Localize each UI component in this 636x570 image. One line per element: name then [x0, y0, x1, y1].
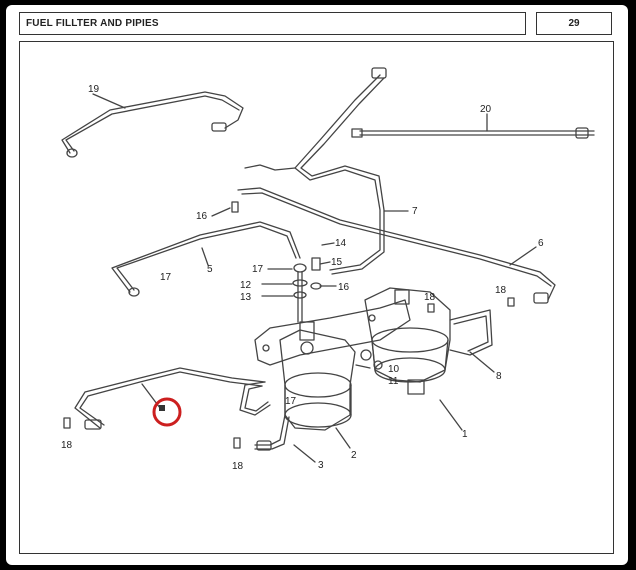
callout-8: 8 [496, 371, 502, 382]
callout-19: 19 [88, 84, 100, 95]
page-number: 29 [536, 12, 612, 35]
callout-2: 2 [351, 450, 357, 461]
highlighted-fitting[interactable] [159, 405, 165, 411]
drawing-frame [19, 41, 614, 554]
callout-13: 13 [240, 292, 252, 303]
callout-18b: 18 [495, 285, 507, 296]
callout-labels: 19 20 7 6 16 5 17 17 14 15 12 16 13 18 1… [61, 84, 544, 472]
pipe-7[interactable] [244, 67, 409, 275]
fuel-filter-right[interactable] [364, 287, 463, 431]
callout-14: 14 [335, 238, 347, 249]
pipe-19[interactable] [61, 91, 244, 158]
pipe-connector [239, 381, 271, 416]
callout-7: 7 [412, 206, 418, 217]
callout-12: 12 [240, 280, 252, 291]
callout-10: 10 [388, 364, 400, 375]
fuel-filter-left[interactable] [279, 321, 356, 449]
fasteners-18[interactable] [63, 201, 515, 449]
callout-6: 6 [538, 238, 544, 249]
callout-5: 5 [207, 264, 213, 275]
callout-1: 1 [462, 429, 468, 440]
callout-17a: 17 [160, 272, 172, 283]
drawing-sheet: FUEL FILLTER AND PIPIES 29 [6, 5, 628, 565]
fittings-10-11[interactable] [355, 349, 383, 370]
pipe-5[interactable] [111, 221, 301, 297]
callout-16b: 16 [338, 282, 350, 293]
callout-17c: 17 [285, 396, 297, 407]
pipe-6[interactable] [237, 187, 556, 304]
pipe-20[interactable] [351, 113, 595, 139]
callout-17b: 17 [252, 264, 264, 275]
pipe-8[interactable] [449, 309, 495, 373]
callout-20: 20 [480, 104, 492, 115]
callout-16a: 16 [196, 211, 208, 222]
callout-18d: 18 [232, 461, 244, 472]
diagram-title: FUEL FILLTER AND PIPIES [19, 12, 526, 35]
highlight-circle [152, 397, 182, 427]
pipe-3[interactable] [254, 414, 316, 463]
callout-3: 3 [318, 460, 324, 471]
callout-11: 11 [388, 376, 399, 387]
callout-18c: 18 [61, 440, 73, 451]
mounting-bracket [254, 299, 411, 366]
callout-18a: 18 [424, 292, 436, 303]
pipe-lower-left[interactable] [74, 367, 266, 430]
callout-15: 15 [331, 257, 343, 268]
banjo-bolt-stack[interactable] [261, 242, 337, 323]
